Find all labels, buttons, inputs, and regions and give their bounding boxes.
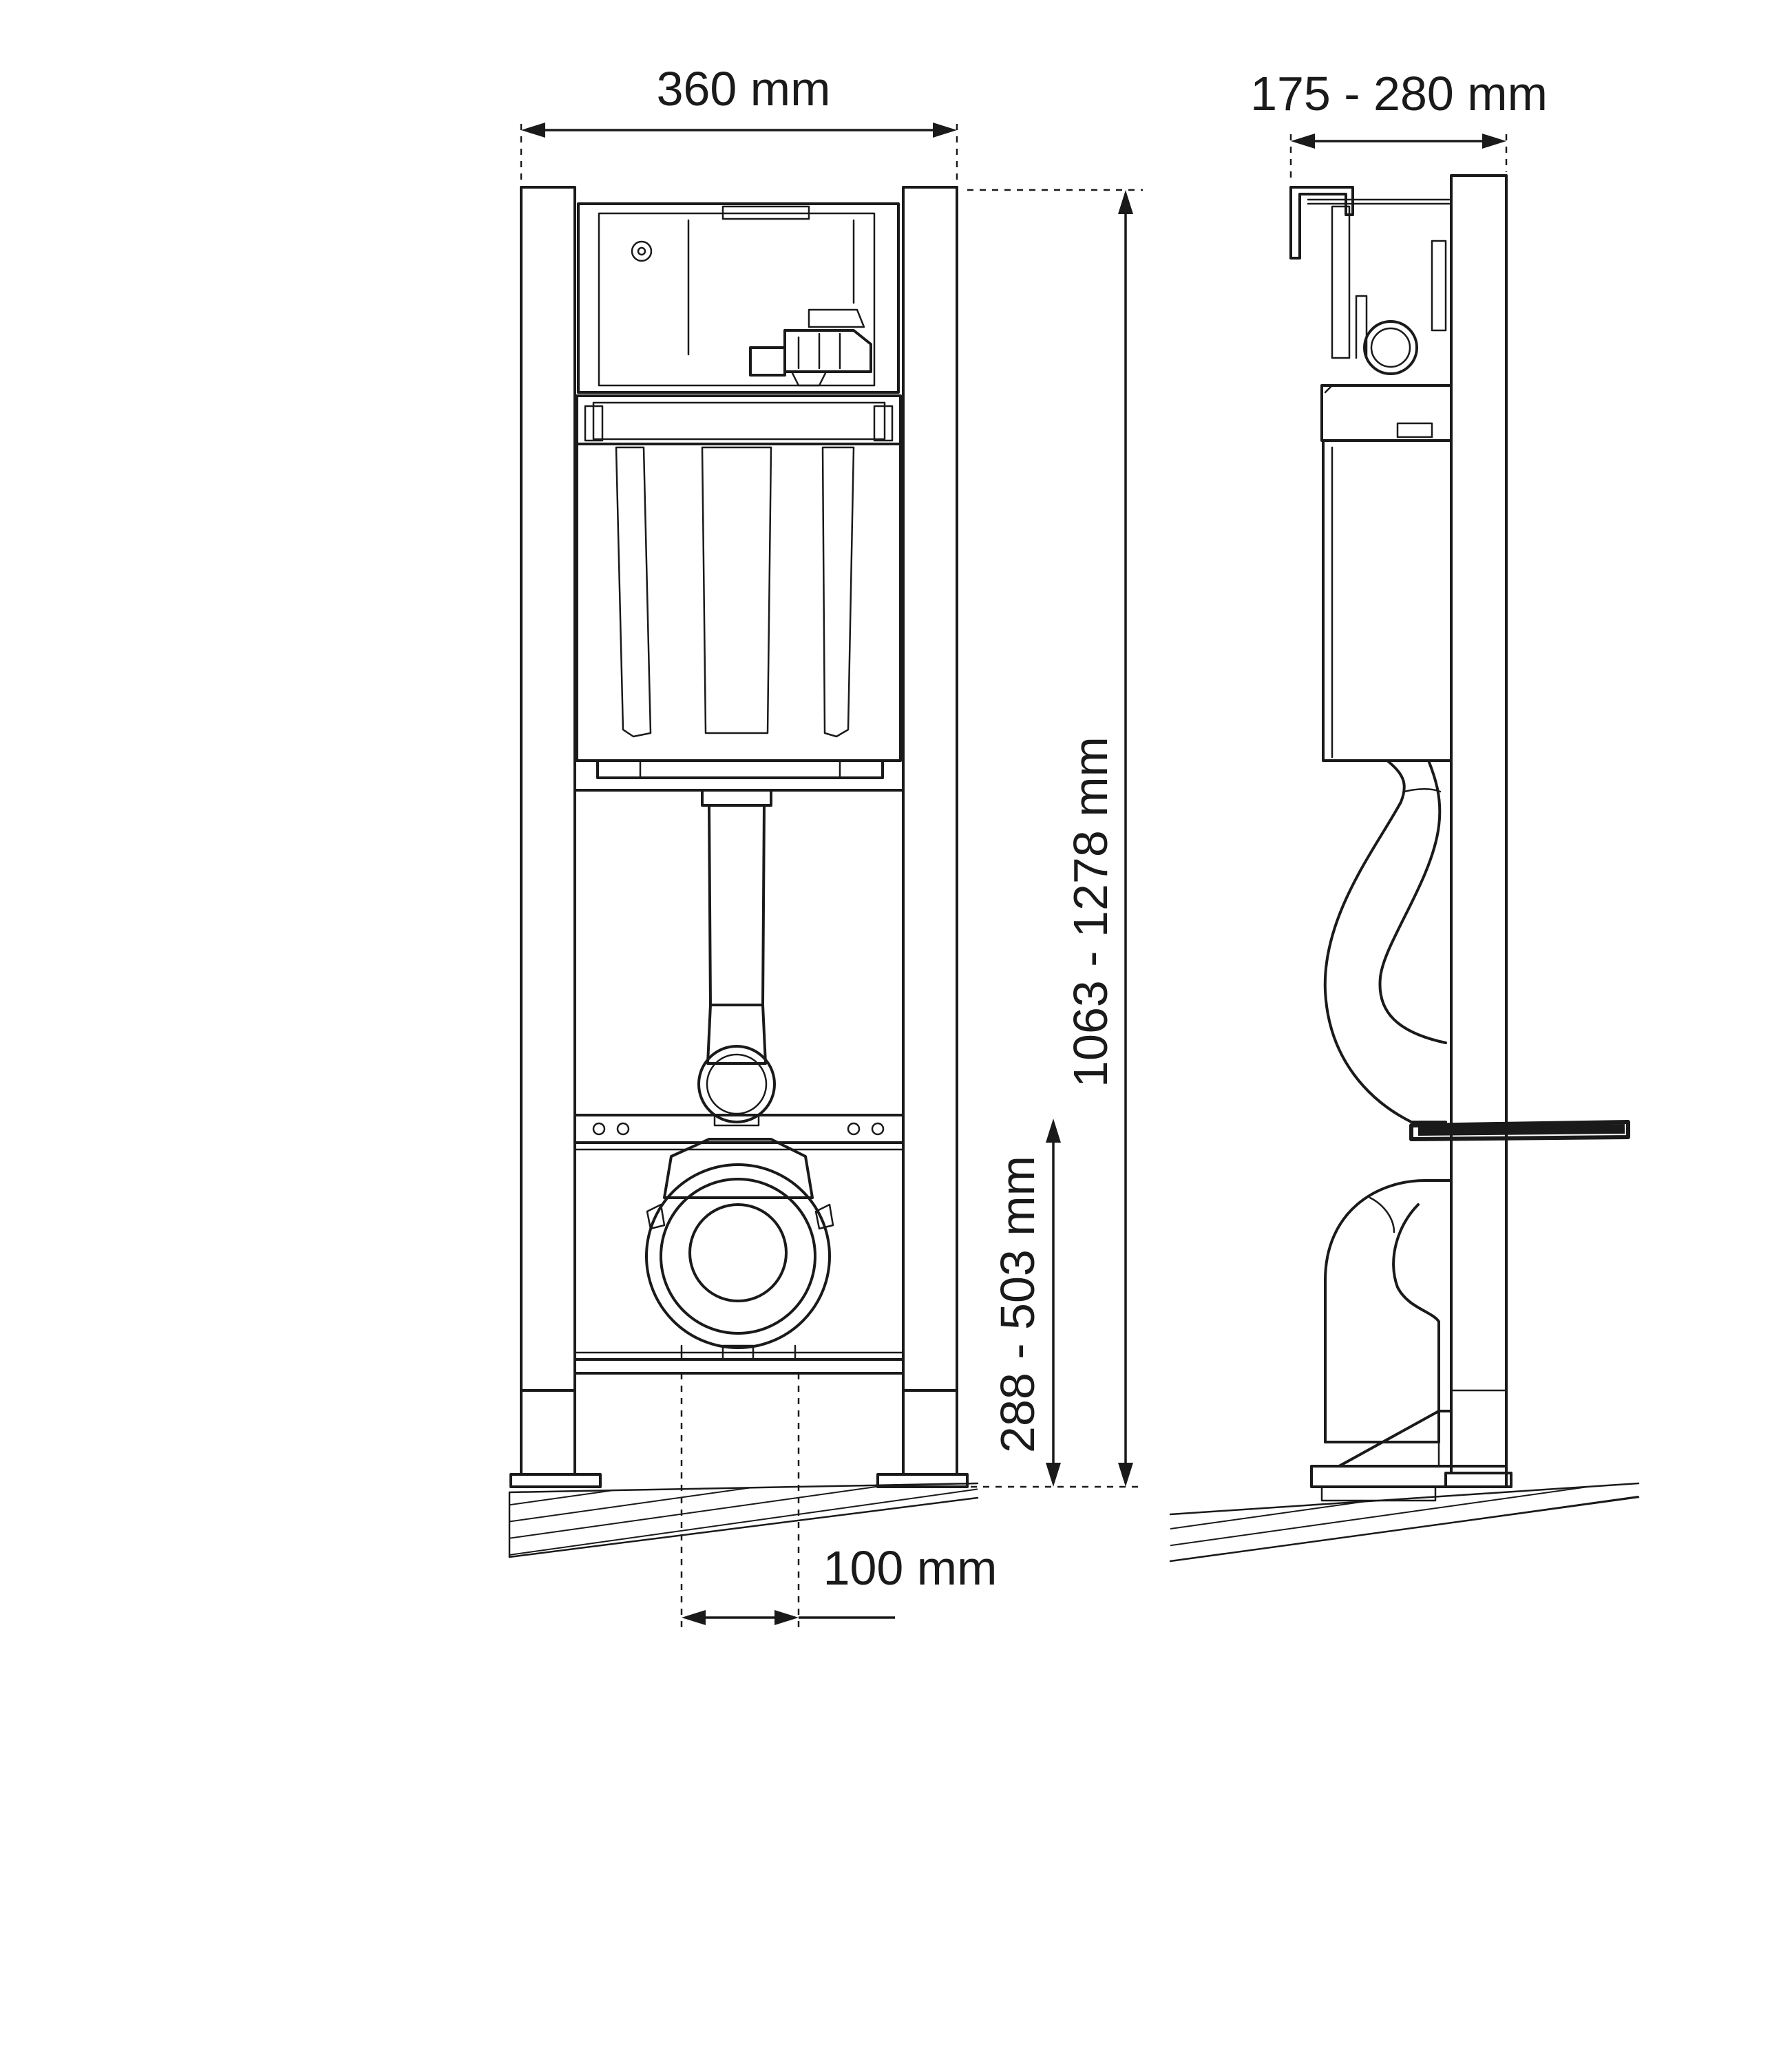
dim-frame-height: 1063 - 1278 mm [967,189,1143,1488]
frame-uprights [509,186,969,1488]
dim-outlet-offset: 100 mm [680,1373,998,1631]
cistern-side [1320,384,1453,762]
dim-mounting-depth-label: 175 - 280 mm [1250,67,1548,120]
floor-front [508,1482,979,1558]
flush-pipe-front [697,789,776,1127]
cistern-top [577,202,900,394]
side-view: 175 - 280 mm [1169,67,1640,1563]
dim-outlet-height-label: 288 - 503 mm [991,1156,1044,1453]
drain-section-front [573,1114,905,1375]
frame-side [1444,174,1512,1488]
front-view: 360 mm 1063 - 1278 mm 288 - 503 mm 1 [508,62,1143,1631]
wall-plate [1409,1120,1630,1141]
dim-outlet-offset-label: 100 mm [823,1541,998,1595]
dim-outlet-height: 288 - 503 mm [991,1119,1061,1487]
wall-bracket [1289,186,1451,260]
dim-mounting-depth: 175 - 280 mm [1250,67,1548,182]
flush-pipe-side [1323,759,1447,1123]
floor-side [1169,1482,1640,1563]
drain-side [1310,1179,1508,1502]
dim-frame-width: 360 mm [520,62,958,187]
dim-frame-height-label: 1063 - 1278 mm [1064,737,1117,1088]
dim-frame-width-label: 360 mm [657,62,831,116]
cistern-tank [573,394,905,792]
valve-side [1331,205,1447,375]
